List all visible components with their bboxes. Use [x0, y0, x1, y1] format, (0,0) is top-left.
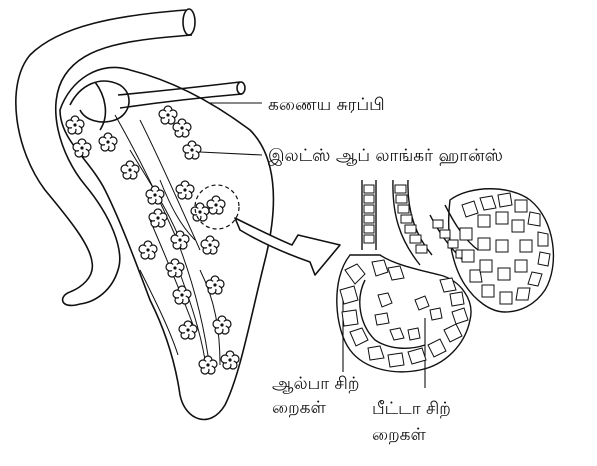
- label-islets: இலட்ஸ் ஆப் லாங்கர் ஹான்ஸ்: [268, 146, 503, 166]
- label-beta-line2: றைகள்: [372, 425, 427, 445]
- label-duct: கணைய சுரப்பி: [268, 95, 385, 115]
- label-alpha-line1: ஆல்பா சிற்: [272, 374, 359, 394]
- label-beta-line1: பீட்டா சிற்: [372, 399, 451, 419]
- label-alpha-line2: றைகள்: [272, 398, 327, 418]
- pancreatic-duct: [118, 82, 245, 108]
- enlargement-arrow-icon: [235, 218, 340, 275]
- duodenum: [16, 9, 195, 305]
